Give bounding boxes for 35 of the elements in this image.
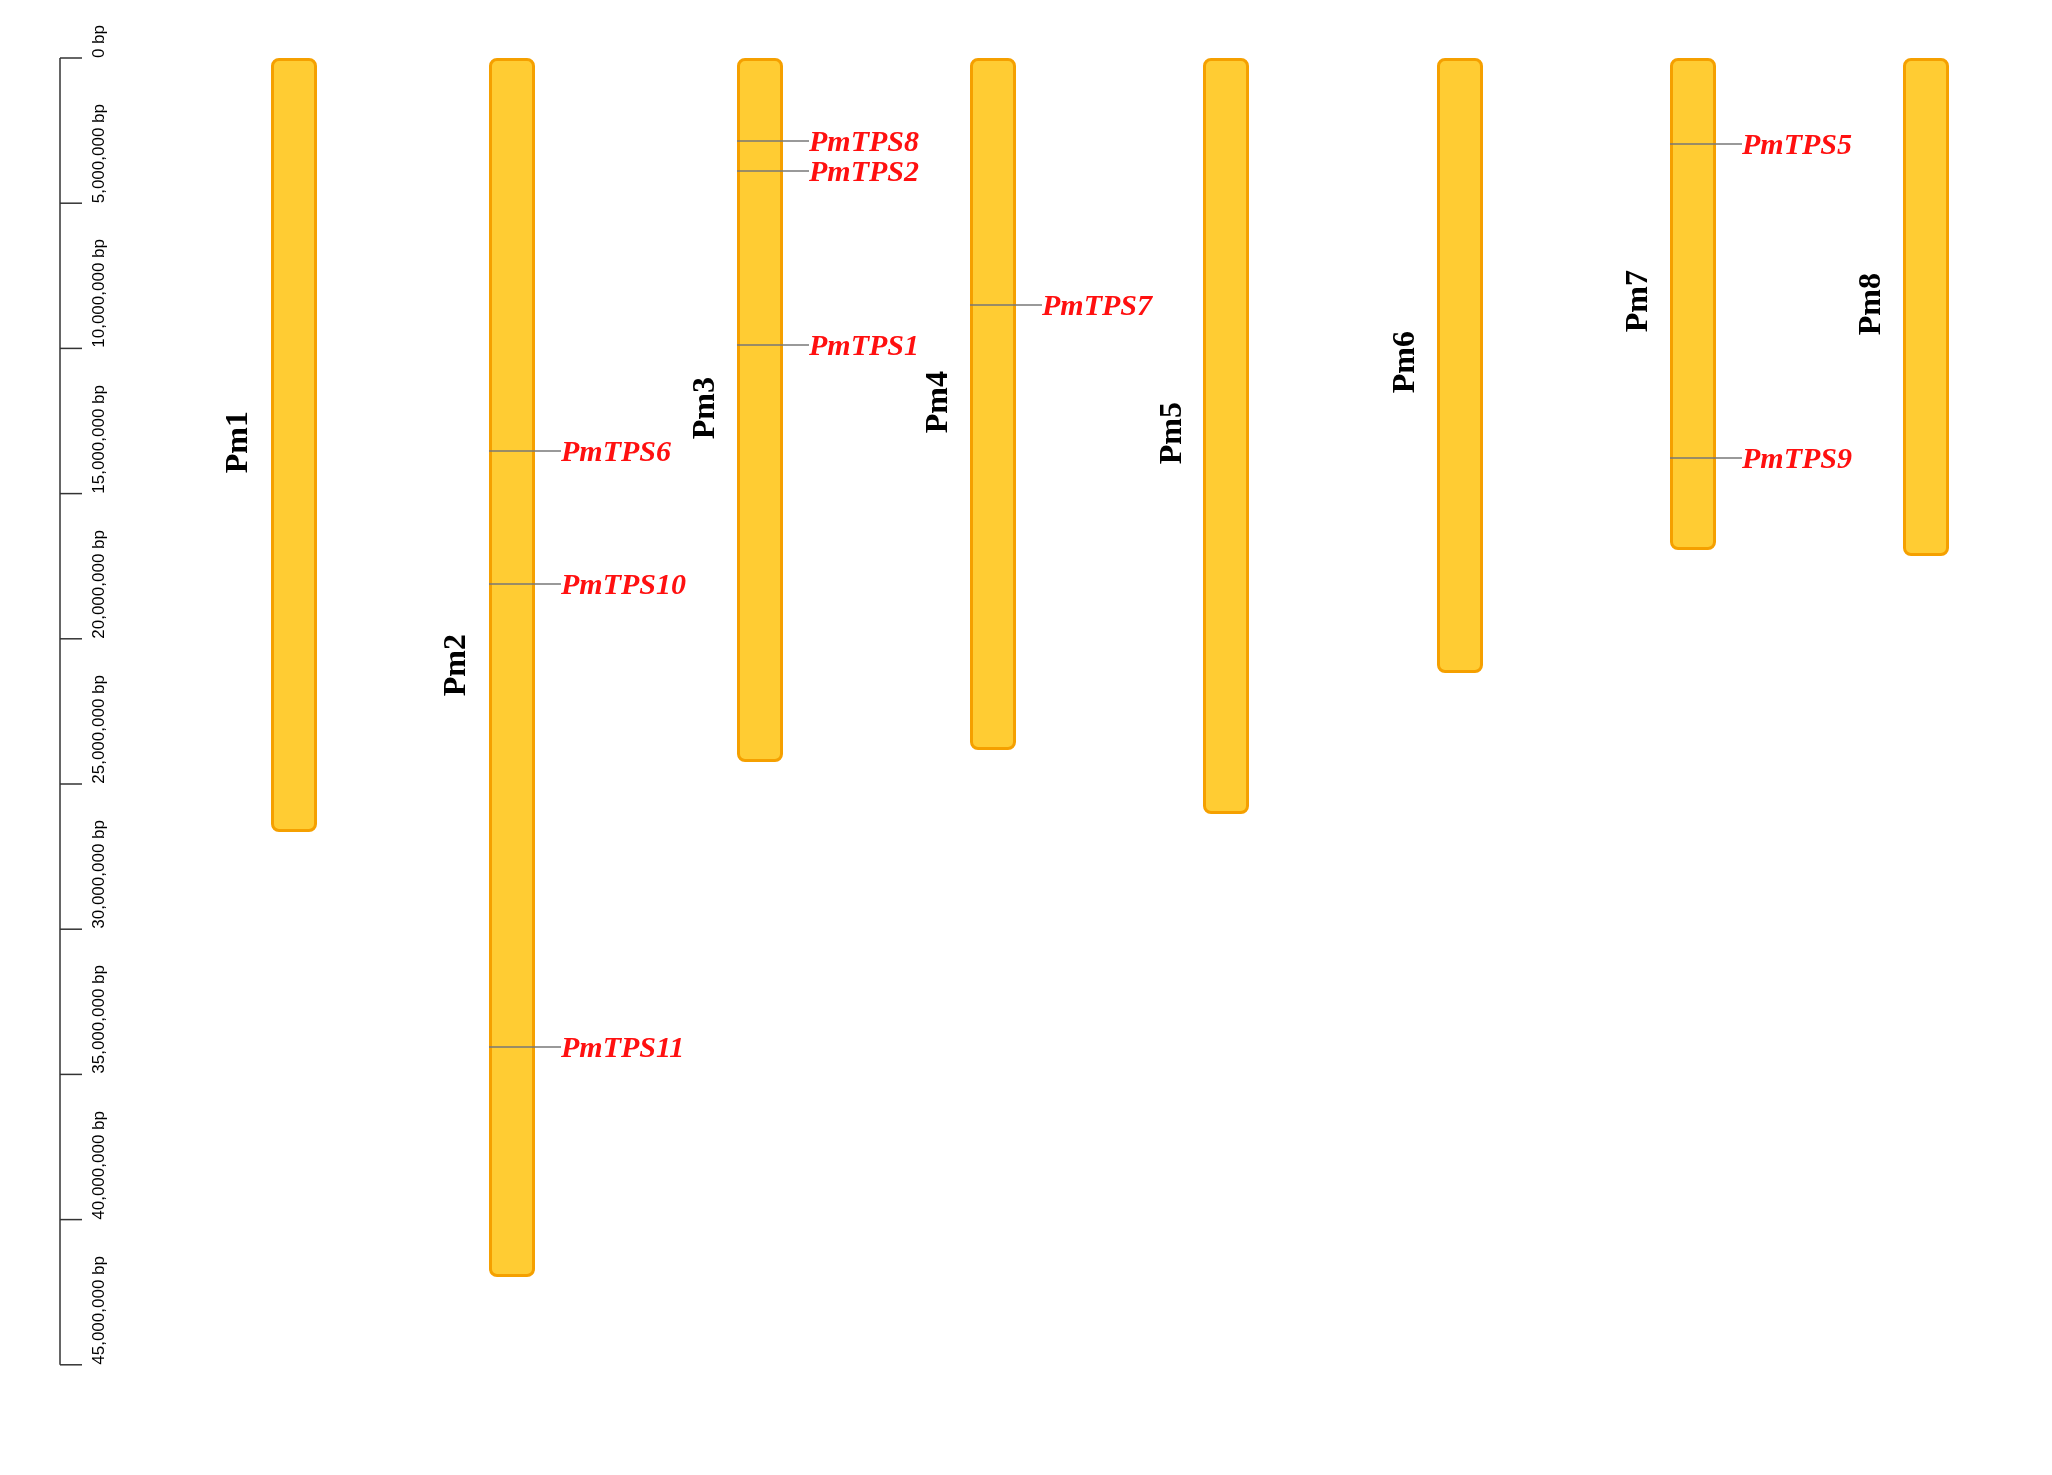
chromosome-bar xyxy=(1670,58,1716,550)
axis-tick-label: 20,000,000 bp xyxy=(90,529,107,639)
chromosome-bar xyxy=(1437,58,1483,673)
axis-tick-label: 45,000,000 bp xyxy=(90,1255,107,1365)
chromosome-label: Pm1 xyxy=(220,411,252,474)
chromosome-bar xyxy=(1903,58,1949,556)
chromosome-label: Pm8 xyxy=(1853,273,1885,336)
gene-label: PmTPS8 xyxy=(809,126,919,156)
gene-label: PmTPS1 xyxy=(809,330,919,360)
gene-label: PmTPS6 xyxy=(561,436,671,466)
chromosome-label: Pm6 xyxy=(1387,331,1419,394)
chromosome-label: Pm5 xyxy=(1154,402,1186,465)
axis-tick-label: 5,000,000 bp xyxy=(90,104,107,204)
axis-tick-label: 30,000,000 bp xyxy=(90,820,107,929)
chromosome-label: Pm2 xyxy=(438,634,470,697)
chromosome-label: Pm4 xyxy=(920,371,952,434)
axis-tick-label: 15,000,000 bp xyxy=(90,384,107,494)
gene-label: PmTPS11 xyxy=(561,1032,685,1062)
chromosome-label: Pm3 xyxy=(687,377,719,440)
axis-tick-label: 40,000,000 bp xyxy=(90,1110,107,1220)
gene-label: PmTPS5 xyxy=(1742,129,1852,159)
gene-label: PmTPS7 xyxy=(1042,290,1152,320)
gene-label: PmTPS9 xyxy=(1742,443,1852,473)
gene-label: PmTPS10 xyxy=(561,569,686,599)
chromosome-label: Pm7 xyxy=(1620,270,1652,333)
axis-tick-label: 0 bp xyxy=(90,25,107,59)
axis-tick-label: 25,000,000 bp xyxy=(90,675,107,784)
chromosome-bar xyxy=(970,58,1016,750)
axis-tick-label: 35,000,000 bp xyxy=(90,965,107,1075)
chromosome-bar xyxy=(271,58,317,832)
gene-label: PmTPS2 xyxy=(809,156,919,186)
chromosome-bar xyxy=(737,58,783,762)
chromosome-bar xyxy=(489,58,535,1277)
axis-tick-label: 10,000,000 bp xyxy=(90,239,107,349)
chromosome-bar xyxy=(1203,58,1249,814)
